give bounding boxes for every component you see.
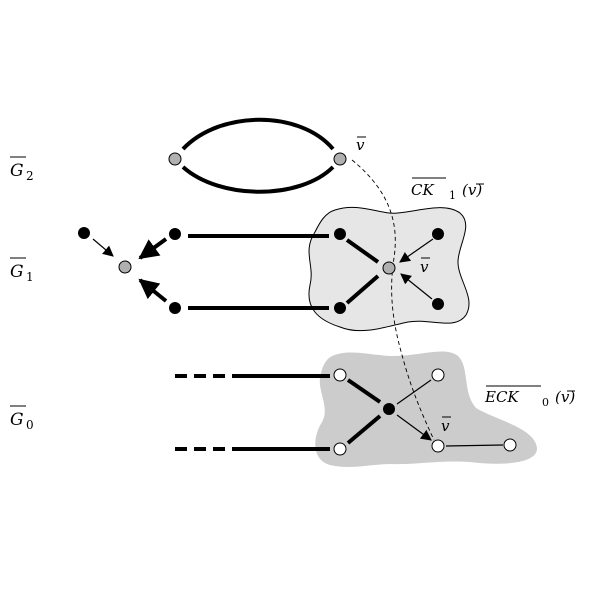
label-v-mid: v [420, 257, 430, 276]
svg-text:1: 1 [26, 270, 34, 284]
ck-arrow-br [400, 273, 433, 300]
svg-text:CK: CK [411, 181, 434, 199]
node-ck-br [432, 298, 444, 310]
node-ck-tr [432, 228, 444, 240]
svg-text:G: G [10, 161, 24, 181]
node-g1-far-left [78, 227, 90, 239]
ck-edge-bl [345, 274, 380, 305]
svg-text:0: 0 [542, 396, 549, 409]
ck-arrow-tr [399, 238, 434, 263]
node-eck-v [431, 439, 445, 453]
ck-edge-tl [345, 238, 380, 264]
svg-text:G: G [10, 262, 24, 282]
node-g1-center [118, 260, 132, 274]
node-g2-v [333, 152, 347, 166]
svg-text:v: v [441, 417, 450, 435]
node-g1-top [169, 228, 181, 240]
g1-arrow-left [92, 238, 114, 257]
svg-text:0: 0 [26, 418, 34, 432]
label-g2: G 2 [10, 156, 34, 183]
label-v-top: v [356, 136, 366, 154]
v-trajectory-curve [351, 159, 435, 441]
node-g1-bottom [169, 302, 181, 314]
g1-arrow-top [138, 237, 168, 260]
node-g2-left [168, 152, 182, 166]
svg-text:(v): (v) [555, 388, 575, 406]
svg-text:ECK: ECK [484, 388, 519, 406]
svg-text:2: 2 [26, 169, 34, 183]
node-eck-tl [333, 368, 347, 382]
eck-region [315, 351, 538, 467]
svg-text:v: v [356, 136, 365, 154]
svg-text:(v): (v) [462, 181, 482, 199]
eck-edge-tr [396, 379, 432, 405]
node-eck-right [503, 438, 517, 452]
label-v-bot: v [441, 416, 451, 435]
eck-edge-tl [346, 378, 382, 404]
node-ck-tl [334, 228, 346, 240]
svg-text:G: G [10, 410, 24, 430]
g1-arrow-bottom [138, 278, 168, 303]
label-eck0: ECK 0 (v) [484, 385, 575, 409]
g2-edge-upper [181, 117, 335, 151]
node-eck-bl [333, 442, 347, 456]
node-ck-bl [334, 302, 346, 314]
eck-edge-bl [346, 414, 382, 445]
node-eck-tr [431, 368, 445, 382]
g2-edge-lower [181, 165, 335, 194]
node-ck-v [382, 261, 396, 275]
svg-text:1: 1 [449, 189, 456, 202]
node-eck-center [383, 403, 395, 415]
eck-edge-right [445, 444, 504, 447]
svg-text:v: v [420, 258, 429, 276]
label-g1: G 1 [10, 257, 34, 284]
label-g0: G 0 [10, 405, 34, 432]
eck-arrow-br [396, 414, 432, 441]
label-ck1: CK 1 (v) [411, 177, 484, 202]
